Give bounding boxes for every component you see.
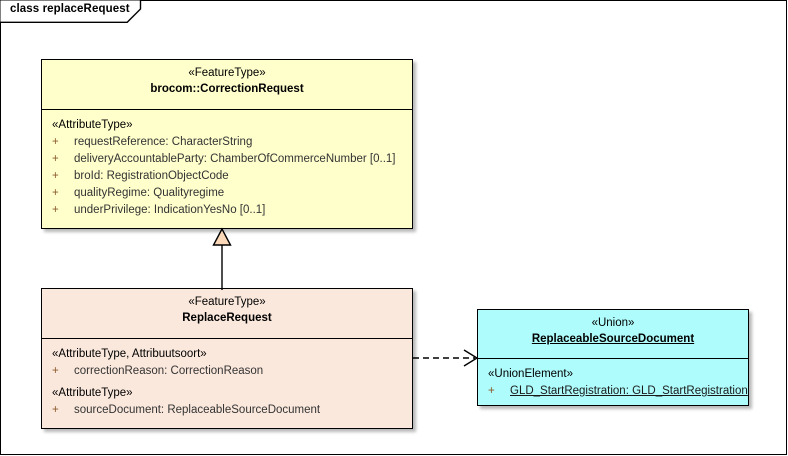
class-box-replaceable-source-document[interactable]: «Union» ReplaceableSourceDocument «Union… xyxy=(477,309,749,406)
attribute-row[interactable]: + broId: RegistrationObjectCode xyxy=(42,168,412,185)
visibility-marker: + xyxy=(52,187,59,199)
class-name: brocom::CorrectionRequest xyxy=(150,83,304,95)
attribute-label: broId: RegistrationObjectCode xyxy=(74,170,229,182)
attribute-label: requestReference: CharacterString xyxy=(74,136,253,148)
class-stereotype: «FeatureType» xyxy=(188,67,266,79)
diagram-title: class replaceRequest xyxy=(10,3,130,15)
visibility-marker: + xyxy=(52,170,59,182)
visibility-marker: + xyxy=(52,153,59,165)
attribute-row[interactable]: + correctionReason: CorrectionReason xyxy=(42,363,412,380)
visibility-marker: + xyxy=(488,385,495,397)
attribute-row[interactable]: + GLD_StartRegistration: GLD_StartRegistr… xyxy=(478,383,748,400)
diagram-title-tab: class replaceRequest xyxy=(0,0,155,23)
class-body-replaceable-source-document: «UnionElement» + GLD_StartRegistration: G… xyxy=(478,358,748,408)
class-header-replace-request: «FeatureType» ReplaceRequest xyxy=(42,289,412,338)
class-stereotype: «Union» xyxy=(591,317,635,329)
attribute-label: qualityRegime: Qualityregime xyxy=(74,187,225,199)
attribute-row[interactable]: + deliveryAccountableParty: ChamberOfComm… xyxy=(42,151,412,168)
visibility-marker: + xyxy=(52,136,59,148)
connector-generalization[interactable] xyxy=(207,227,237,290)
visibility-marker: + xyxy=(52,204,59,216)
visibility-marker: + xyxy=(52,365,59,377)
attribute-label: correctionReason: CorrectionReason xyxy=(74,365,264,377)
compartment-stereotype: «UnionElement» xyxy=(488,368,574,380)
class-header-correction-request: «FeatureType» brocom::CorrectionRequest xyxy=(42,60,412,109)
class-body-correction-request: «AttributeType» + requestReference: Chara… xyxy=(42,109,412,227)
connector-dependency[interactable] xyxy=(413,347,479,369)
attribute-label: sourceDocument: ReplaceableSourceDocumen… xyxy=(74,404,321,416)
attribute-row[interactable]: + qualityRegime: Qualityregime xyxy=(42,185,412,202)
class-header-replaceable-source-document: «Union» ReplaceableSourceDocument xyxy=(478,310,748,358)
attribute-label: GLD_StartRegistration: GLD_StartRegistra… xyxy=(510,385,748,397)
attribute-row[interactable]: + sourceDocument: ReplaceableSourceDocume… xyxy=(42,402,412,419)
compartment-stereotype: «AttributeType» xyxy=(52,119,133,131)
class-name: ReplaceRequest xyxy=(182,312,272,324)
attribute-label: underPrivilege: IndicationYesNo [0..1] xyxy=(74,204,266,216)
compartment-stereotype: «AttributeType» xyxy=(52,387,133,399)
attribute-row[interactable]: + requestReference: CharacterString xyxy=(42,134,412,151)
attribute-row[interactable]: + underPrivilege: IndicationYesNo [0..1] xyxy=(42,202,412,219)
class-body-replace-request: «AttributeType, Attribuutsoort» + correct… xyxy=(42,338,412,427)
visibility-marker: + xyxy=(52,404,59,416)
class-stereotype: «FeatureType» xyxy=(188,296,266,308)
class-name: ReplaceableSourceDocument xyxy=(531,333,695,345)
class-box-correction-request[interactable]: «FeatureType» brocom::CorrectionRequest … xyxy=(41,59,413,229)
class-box-replace-request[interactable]: «FeatureType» ReplaceRequest «AttributeT… xyxy=(41,288,413,429)
compartment-stereotype: «AttributeType, Attribuutsoort» xyxy=(52,348,207,360)
attribute-label: deliveryAccountableParty: ChamberOfComme… xyxy=(74,153,396,165)
